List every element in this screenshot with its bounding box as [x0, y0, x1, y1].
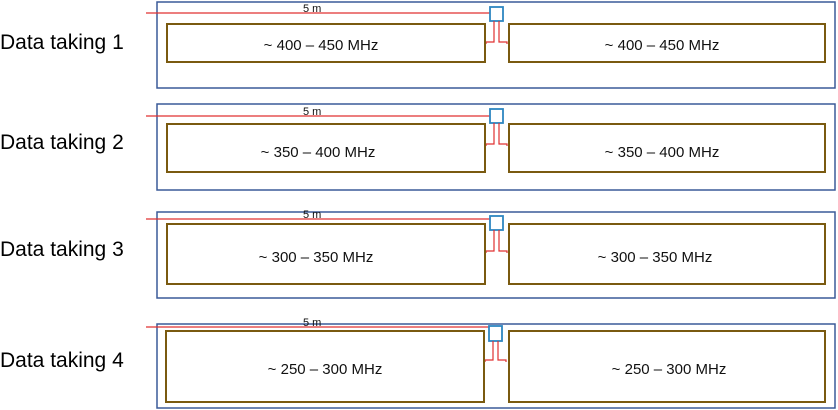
distance-label: 5 m	[303, 209, 321, 221]
feed-line-left	[485, 123, 495, 146]
distance-label: 5 m	[303, 3, 321, 15]
feed-line-right	[498, 21, 508, 44]
receiver-box	[489, 6, 504, 22]
left-antenna-frame	[166, 123, 486, 173]
left-antenna-frame	[166, 223, 486, 285]
data-taking-row-3: 5 m ~ 300 – 350 MHz ~ 300 – 350 MHz Data…	[0, 209, 836, 299]
data-taking-row-4: 5 m ~ 250 – 300 MHz ~ 250 – 300 MHz Data…	[0, 317, 836, 409]
feed-line-left	[484, 341, 494, 362]
receiver-box	[488, 325, 503, 342]
outer-frame	[156, 323, 836, 409]
row-label: Data taking 2	[0, 131, 124, 154]
row-label: Data taking 3	[0, 238, 124, 261]
left-antenna-frame	[166, 23, 486, 63]
right-band-label: ~ 250 – 300 MHz	[612, 361, 727, 378]
row-label: Data taking 1	[0, 31, 124, 54]
feed-line-right	[498, 230, 508, 253]
right-antenna-frame	[508, 223, 826, 285]
right-band-label: ~ 350 – 400 MHz	[605, 144, 720, 161]
left-band-label: ~ 250 – 300 MHz	[268, 361, 383, 378]
receiver-box	[489, 108, 504, 124]
outer-frame	[156, 211, 836, 299]
feed-line-right	[497, 341, 507, 362]
feed-line-left	[485, 230, 495, 253]
distance-label: 5 m	[303, 317, 321, 329]
left-antenna-frame	[165, 330, 485, 403]
feed-line-right	[498, 123, 508, 146]
right-antenna-frame	[508, 23, 826, 63]
left-band-label: ~ 300 – 350 MHz	[259, 249, 374, 266]
left-band-label: ~ 350 – 400 MHz	[261, 144, 376, 161]
right-antenna-frame	[508, 123, 826, 173]
data-taking-row-2: 5 m ~ 350 – 400 MHz ~ 350 – 400 MHz Data…	[0, 103, 836, 191]
receiver-box	[489, 215, 504, 231]
distance-label: 5 m	[303, 106, 321, 118]
right-antenna-frame	[508, 330, 826, 403]
row-label: Data taking 4	[0, 349, 124, 372]
right-band-label: ~ 300 – 350 MHz	[598, 249, 713, 266]
right-band-label: ~ 400 – 450 MHz	[605, 37, 720, 54]
left-band-label: ~ 400 – 450 MHz	[264, 37, 379, 54]
feed-line-left	[485, 21, 495, 44]
outer-frame	[156, 1, 836, 89]
data-taking-row-1: 5 m ~ 400 – 450 MHz ~ 400 – 450 MHz Data…	[0, 1, 836, 89]
outer-frame	[156, 103, 836, 191]
